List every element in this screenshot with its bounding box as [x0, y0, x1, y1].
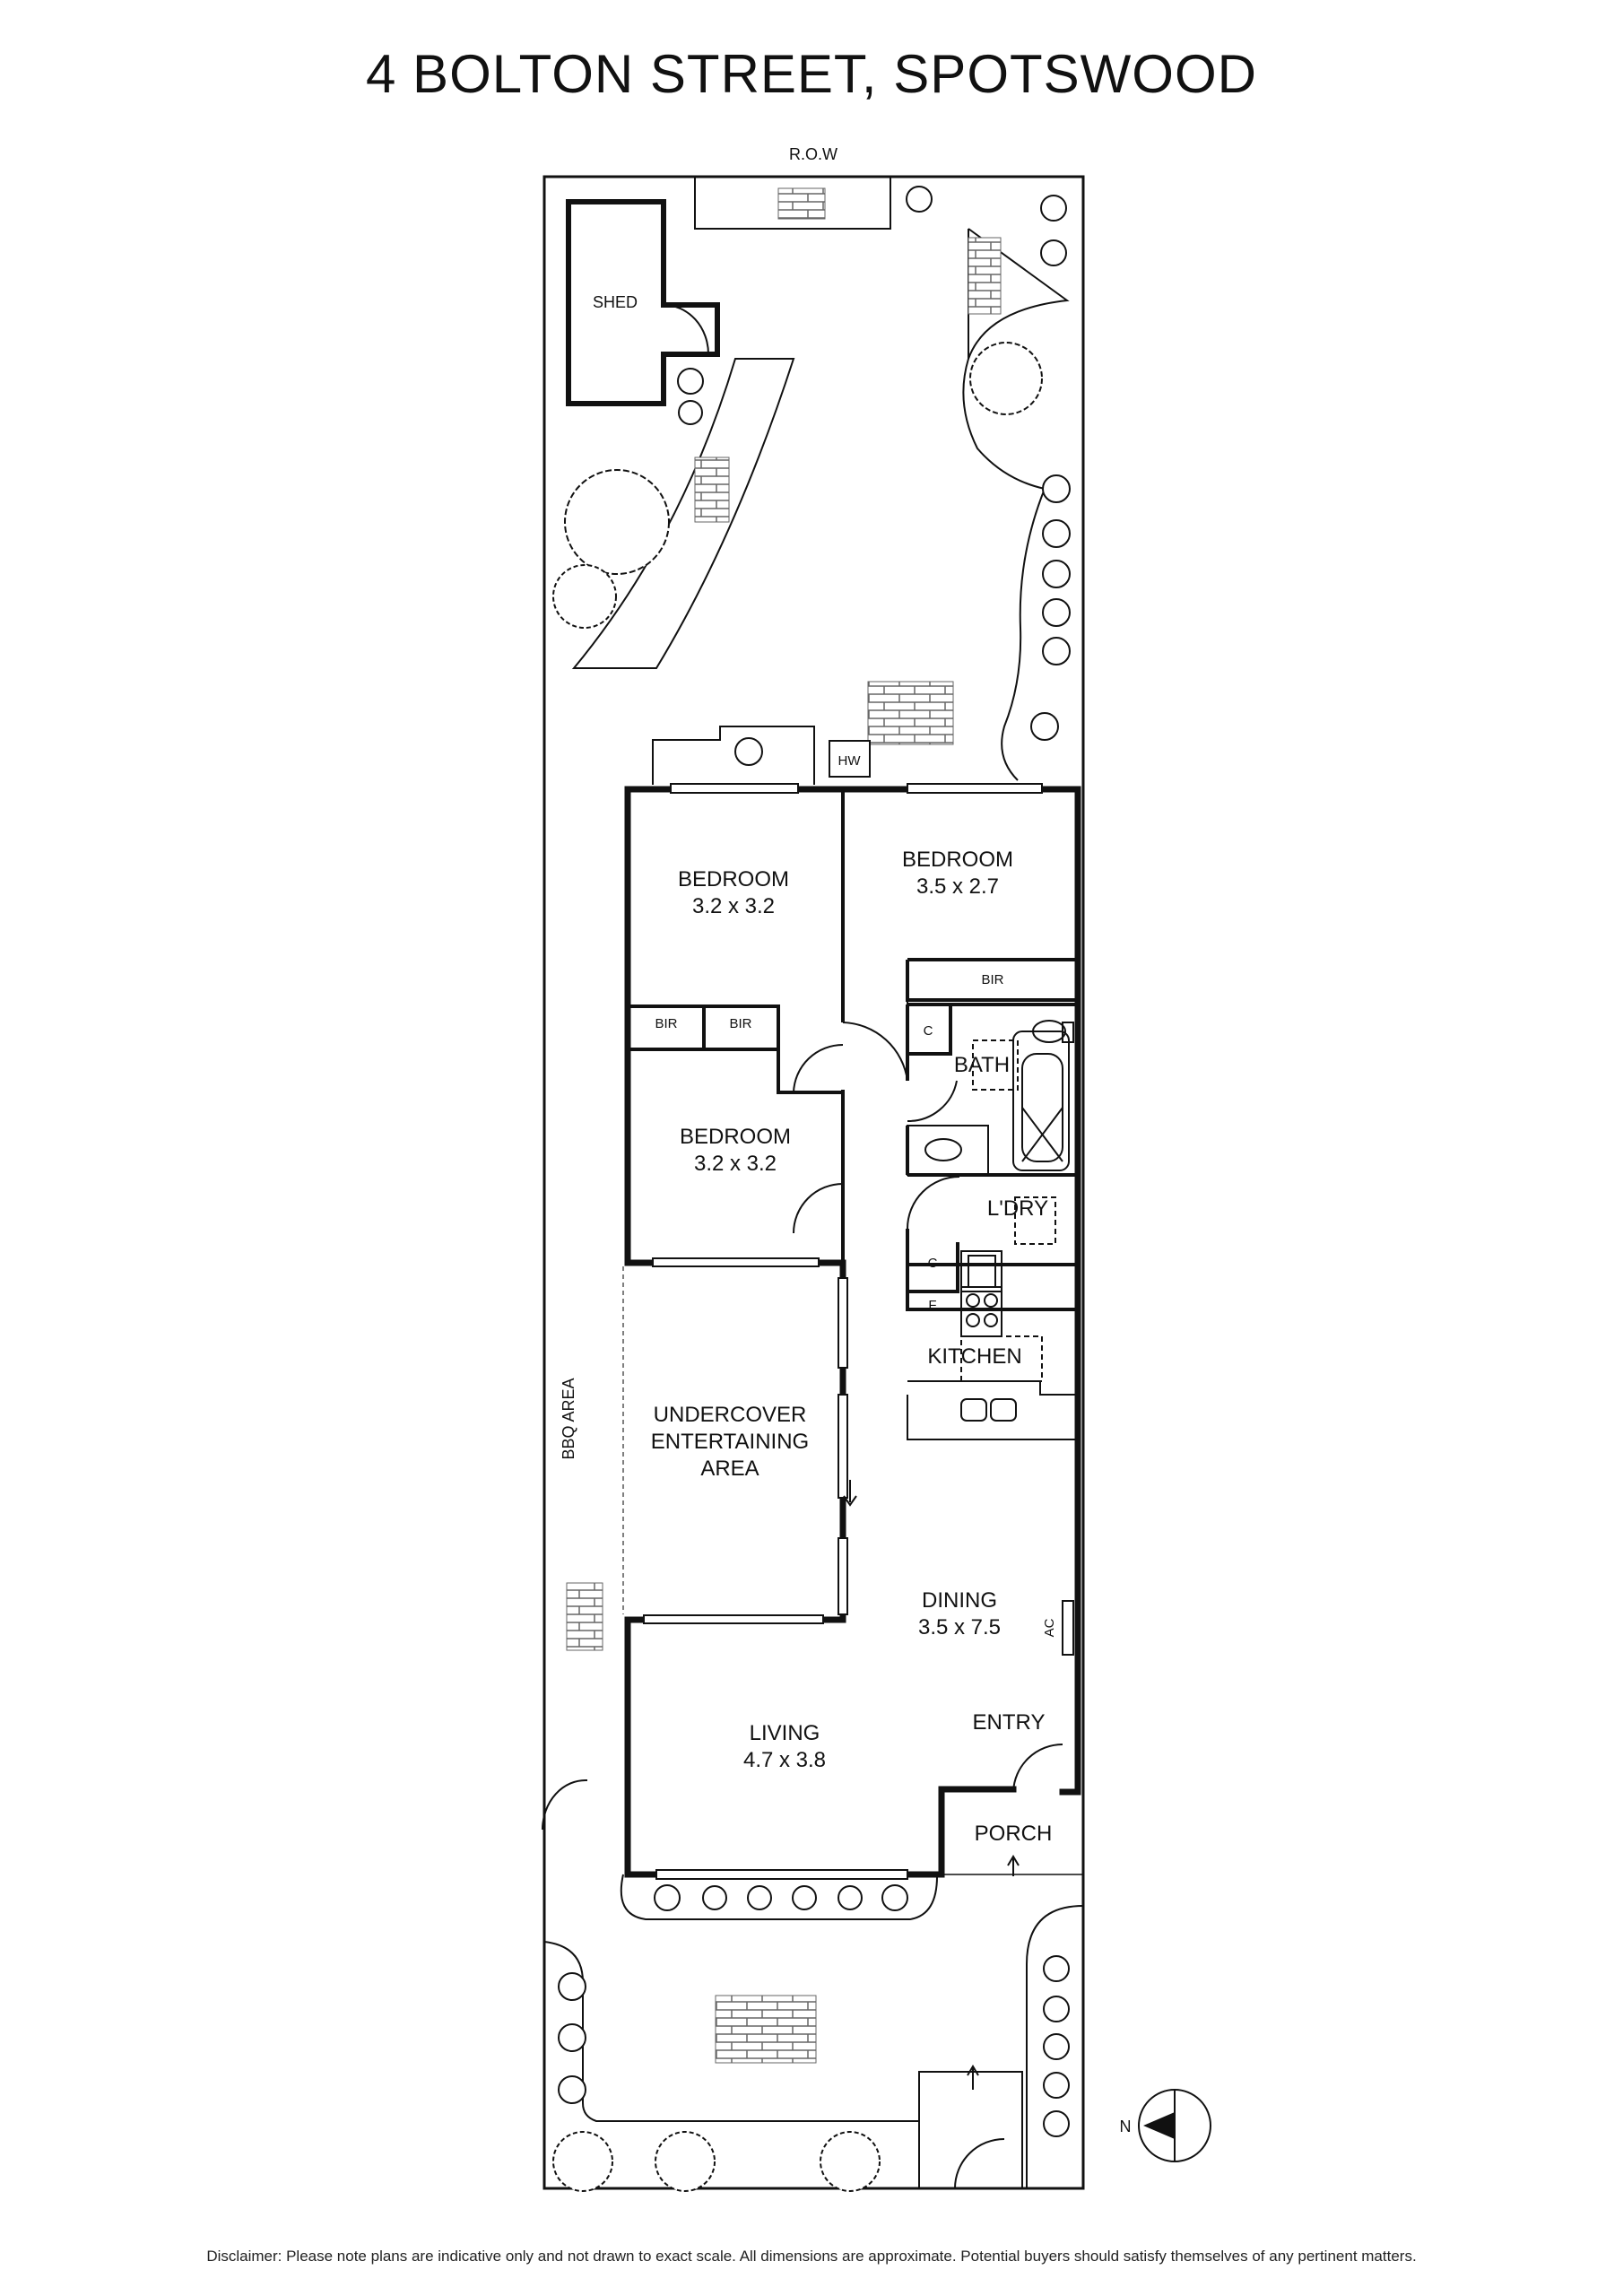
compass-label: N [1120, 2118, 1132, 2135]
ac-label: AC [1042, 1618, 1057, 1637]
hw-label: HW [838, 753, 862, 769]
bir-label-3: BIR [981, 972, 1003, 987]
bedroom3-name: BEDROOM [680, 1125, 791, 1149]
kitchen-name: KITCHEN [927, 1344, 1021, 1369]
page-title: 4 BOLTON STREET, SPOTSWOOD [366, 44, 1257, 104]
bir-label-2: BIR [729, 1016, 751, 1031]
tree-cluster-rear [552, 186, 1071, 766]
disclaimer: Disclaimer: Please note plans are indica… [206, 2248, 1417, 2265]
entry-name: ENTRY [973, 1710, 1046, 1735]
dining-size: 3.5 x 7.5 [918, 1615, 1001, 1639]
bir-label-1: BIR [655, 1016, 677, 1031]
porch-name: PORCH [975, 1822, 1053, 1846]
bedroom1-name: BEDROOM [678, 867, 789, 891]
tree-cluster-front [552, 1884, 1070, 2192]
laundry-name: L'DRY [987, 1196, 1048, 1221]
cupboard-label-1: C [924, 1023, 933, 1039]
shed-label: SHED [593, 293, 638, 311]
entertaining-line3: AREA [700, 1457, 759, 1481]
bedroom1-size: 3.2 x 3.2 [692, 894, 775, 918]
fridge-label: F [928, 1298, 936, 1313]
shed [566, 199, 720, 406]
compass-icon [1138, 2089, 1211, 2162]
cupboard-label-2: C [928, 1256, 938, 1271]
dining-name: DINING [922, 1588, 997, 1613]
living-size: 4.7 x 3.8 [743, 1748, 826, 1772]
entertaining-line1: UNDERCOVER [654, 1403, 807, 1427]
entertaining-line2: ENTERTAINING [651, 1430, 809, 1454]
bbq-label: BBQ AREA [560, 1378, 577, 1459]
bedroom2-size: 3.5 x 2.7 [916, 874, 999, 899]
row-label: R.O.W [789, 145, 838, 163]
bedroom3-size: 3.2 x 3.2 [694, 1152, 777, 1176]
living-name: LIVING [750, 1721, 820, 1745]
bath-name: BATH [954, 1053, 1010, 1077]
bedroom2-name: BEDROOM [902, 848, 1013, 872]
